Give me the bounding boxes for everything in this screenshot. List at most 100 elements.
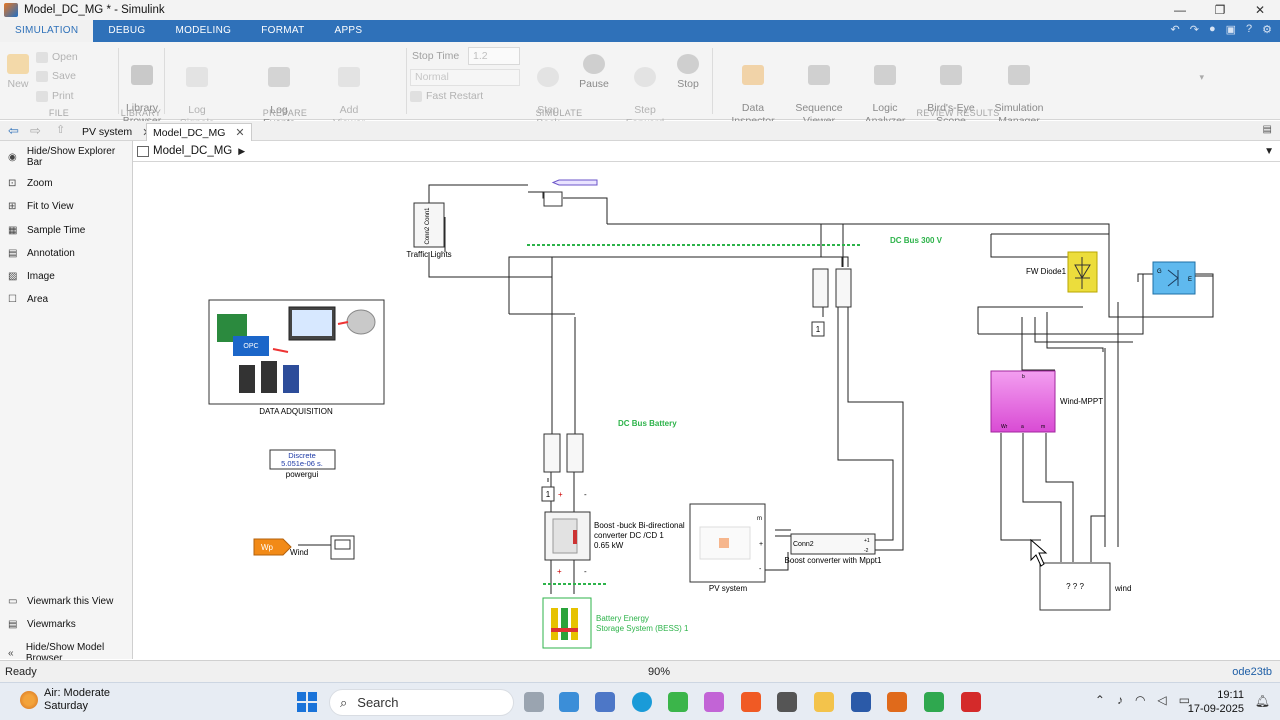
microphone-icon[interactable]: ♪ [1116,693,1123,707]
breadcrumb-arrow-icon[interactable]: ▶ [238,145,246,156]
zoom-level[interactable]: 90% [648,666,671,678]
camtasia-icon[interactable] [924,692,944,712]
wp-constant-block[interactable]: Wp [253,538,292,556]
layout-icon[interactable]: ▣ [1225,24,1236,36]
add-viewer-button[interactable]: Add Viewer [328,54,370,130]
svg-text:a: a [1021,424,1024,430]
viewmarks[interactable]: ▤Viewmarks [8,619,76,630]
help-icon[interactable]: ? [1246,23,1253,35]
image-tool[interactable]: ▨Image [8,271,55,282]
tab-format[interactable]: FORMAT [261,25,305,36]
battery-switch-a[interactable] [543,433,561,473]
tab-apps[interactable]: APPS [334,25,363,36]
annotation-tool[interactable]: ▤Annotation [8,248,75,259]
log-events-button[interactable]: Log Events [258,54,300,130]
fit-to-view-icon: ⊞ [8,201,17,212]
brave-browser-icon[interactable] [741,692,761,712]
wind-turbine-block[interactable]: ? ? ? [1039,562,1111,611]
breadcrumb-model[interactable]: Model_DC_MG [153,145,233,157]
logic-analyzer-button[interactable]: Logic Analyzer [860,52,910,128]
viewmark-this-view[interactable]: ▭Viewmark this View [8,596,114,607]
model-canvas[interactable]: Conn2 Conn1 Traffic Lights DC Bus 300 V … [133,162,1280,659]
word-icon[interactable] [851,692,871,712]
boost-mppt-block[interactable]: Conn2 +1 -2 [790,533,876,555]
breadcrumb-dropdown-icon[interactable]: ▼ [1264,145,1274,157]
dc-dc-switch-b[interactable] [835,268,852,308]
clock[interactable]: 19:11 17-09-2025 [1188,688,1244,716]
step-forward-button[interactable]: Step Forward [624,54,666,130]
dc-dc-switch-a[interactable] [812,268,829,308]
svg-text:+1: +1 [864,538,870,544]
display-block[interactable] [330,535,355,560]
log-signals-button[interactable]: Log Signals [176,54,218,130]
edge-browser-icon[interactable] [632,692,652,712]
minimize-button[interactable]: — [1174,3,1186,17]
battery-switch-b[interactable] [566,433,584,473]
wind-mppt-block[interactable]: Wr a m b [990,370,1056,433]
zoom-tool[interactable]: ⊡Zoom [8,178,53,189]
pv-system-block[interactable]: m + - [689,503,766,583]
run-icon[interactable]: ● [1208,23,1216,35]
tab-simulation[interactable]: SIMULATION [0,20,94,42]
new-button[interactable]: New [6,54,30,91]
tab-modeling[interactable]: MODELING [175,25,232,36]
fast-restart-button[interactable]: Fast Restart [410,90,483,102]
forward-arrow-icon[interactable]: ⇨ [30,123,41,138]
stop-time-input[interactable]: 1.2 [468,47,520,65]
photos-icon[interactable] [559,692,579,712]
tab-model-dc-mg[interactable]: Model_DC_MG ✕ [146,123,252,141]
sample-time-tool[interactable]: ▦Sample Time [8,225,86,236]
settings-icon[interactable]: ⚙ [1262,24,1272,36]
wifi-icon[interactable]: ◠ [1134,693,1146,707]
battery-icon[interactable]: ▭ [1178,693,1190,707]
close-tab-icon[interactable]: ✕ [235,127,245,139]
tab-menu-icon[interactable]: ▤ [1262,124,1272,135]
back-arrow-icon[interactable]: ⇦ [8,123,19,138]
ribbon-expand-icon[interactable]: ▾ [1199,72,1204,82]
print-button[interactable]: Print [36,90,74,102]
matlab-icon[interactable] [887,692,907,712]
store-icon[interactable] [595,692,615,712]
boost-buck-converter-block[interactable] [544,511,591,561]
battery-bess-block[interactable] [542,597,592,649]
copilot-icon[interactable] [704,692,724,712]
chevron-up-icon[interactable]: ⌃ [1094,693,1105,707]
restore-button[interactable]: ❐ [1214,3,1226,17]
product-block[interactable] [543,191,563,207]
save-button[interactable]: Save [36,70,76,82]
area-tool[interactable]: ☐Area [8,294,49,305]
hide-show-model-browser[interactable]: «Hide/Show Model Browser [8,642,105,664]
data-acquisition-image[interactable]: OPC [208,299,385,405]
volume-icon[interactable]: ◁ [1157,693,1167,707]
app-green-icon[interactable] [668,692,688,712]
file-explorer-icon[interactable] [814,692,834,712]
recorder-icon[interactable] [961,692,981,712]
taskbar-search[interactable]: ⌕ Search [329,689,514,716]
open-button[interactable]: Open [36,51,78,63]
hide-show-explorer-bar[interactable]: ◉Hide/Show Explorer Bar [8,146,116,168]
mouse-cursor-icon [1030,538,1048,567]
step-back-button[interactable]: Step Back [530,54,566,130]
constant-block-top[interactable]: 1 [811,321,825,337]
stop-button[interactable]: Stop [672,54,704,91]
pause-button[interactable]: Pause [576,54,612,91]
simulation-mode-select[interactable]: Normal [410,69,520,86]
traffic-lights-block[interactable]: Conn2 Conn1 Traffic Lights [406,202,452,259]
close-window-button[interactable]: ✕ [1254,3,1266,17]
constant-block-battery[interactable]: 1 [541,486,555,502]
notification-bell-icon[interactable]: 🔔︎ [1254,694,1270,708]
solver-link[interactable]: ode23tb [1232,666,1272,678]
redo-icon[interactable]: ↷ [1189,24,1199,36]
tab-debug[interactable]: DEBUG [108,25,146,36]
up-level-icon[interactable]: ⇧ [56,124,66,136]
snipping-tool-icon[interactable] [777,692,797,712]
powergui-block[interactable]: Discrete 5.051e-06 s. [269,449,336,470]
fw-diode-block[interactable] [1067,251,1098,293]
weather-widget[interactable]: Air: Moderate Saturday [20,687,110,713]
fit-to-view-tool[interactable]: ⊞Fit to View [8,201,74,212]
task-view-icon[interactable] [524,692,544,712]
windows-start-icon[interactable] [297,692,317,712]
undo-icon[interactable]: ↶ [1170,24,1180,36]
goto-tag-block[interactable] [551,179,598,186]
igbt-block[interactable]: G E [1152,261,1196,295]
